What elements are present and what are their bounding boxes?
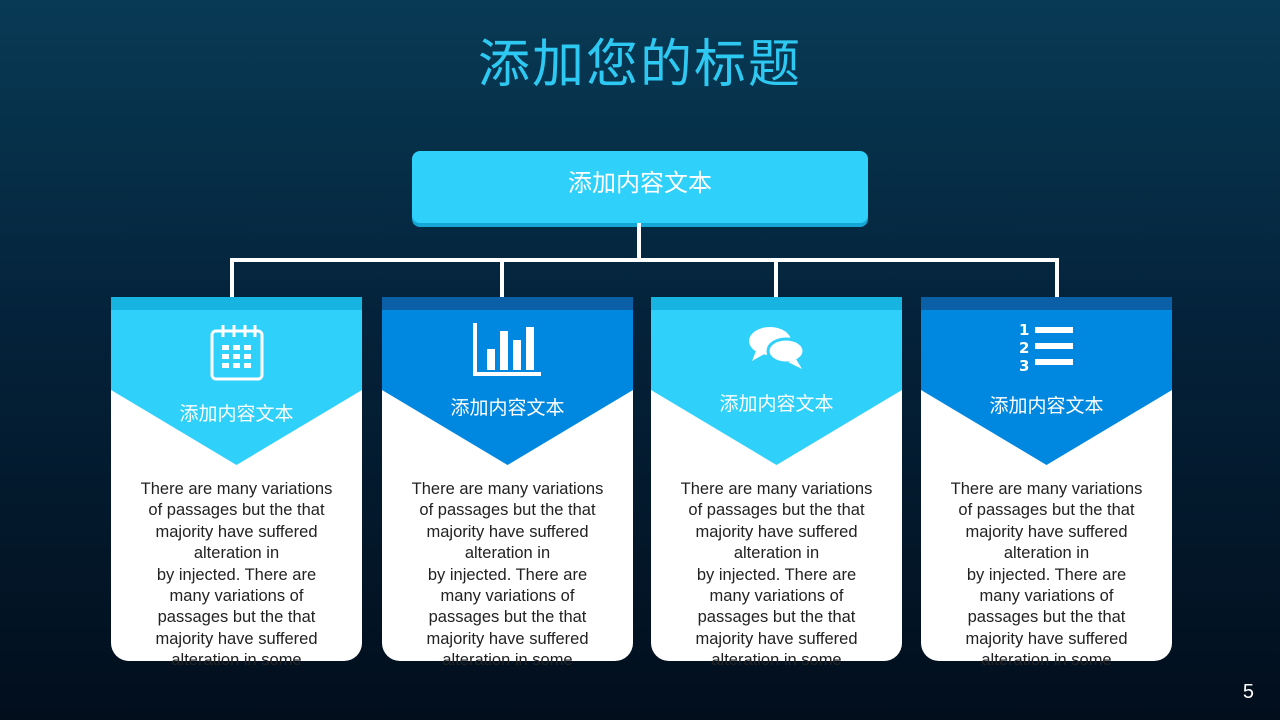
page-number: 5 bbox=[1242, 681, 1254, 703]
calendar-icon bbox=[111, 325, 362, 381]
top-box: 添加内容文本 bbox=[412, 151, 868, 223]
bar-chart-icon bbox=[382, 323, 633, 377]
card-body: There are many variations of passages bu… bbox=[680, 480, 873, 670]
chat-bubbles-icon bbox=[651, 325, 902, 371]
svg-text:2: 2 bbox=[1019, 339, 1029, 357]
card-heading: 添加内容文本 bbox=[450, 397, 565, 419]
svg-text:1: 1 bbox=[1019, 321, 1029, 339]
card-heading: 添加内容文本 bbox=[719, 393, 834, 415]
card-body: There are many variations of passages bu… bbox=[140, 480, 333, 670]
card-heading: 添加内容文本 bbox=[179, 403, 294, 425]
card-2: 添加内容文本 There are many variations of pass… bbox=[382, 297, 633, 669]
slide-title: 添加您的标题 bbox=[477, 35, 802, 95]
card-heading: 添加内容文本 bbox=[989, 395, 1104, 417]
card-1: 添加内容文本 There are many variations of pass… bbox=[111, 297, 362, 669]
card-3: 添加内容文本 There are many variations of pass… bbox=[651, 297, 902, 669]
card-body: There are many variations of passages bu… bbox=[950, 480, 1143, 670]
svg-text:3: 3 bbox=[1019, 357, 1029, 375]
card-body: There are many variations of passages bu… bbox=[411, 480, 604, 670]
